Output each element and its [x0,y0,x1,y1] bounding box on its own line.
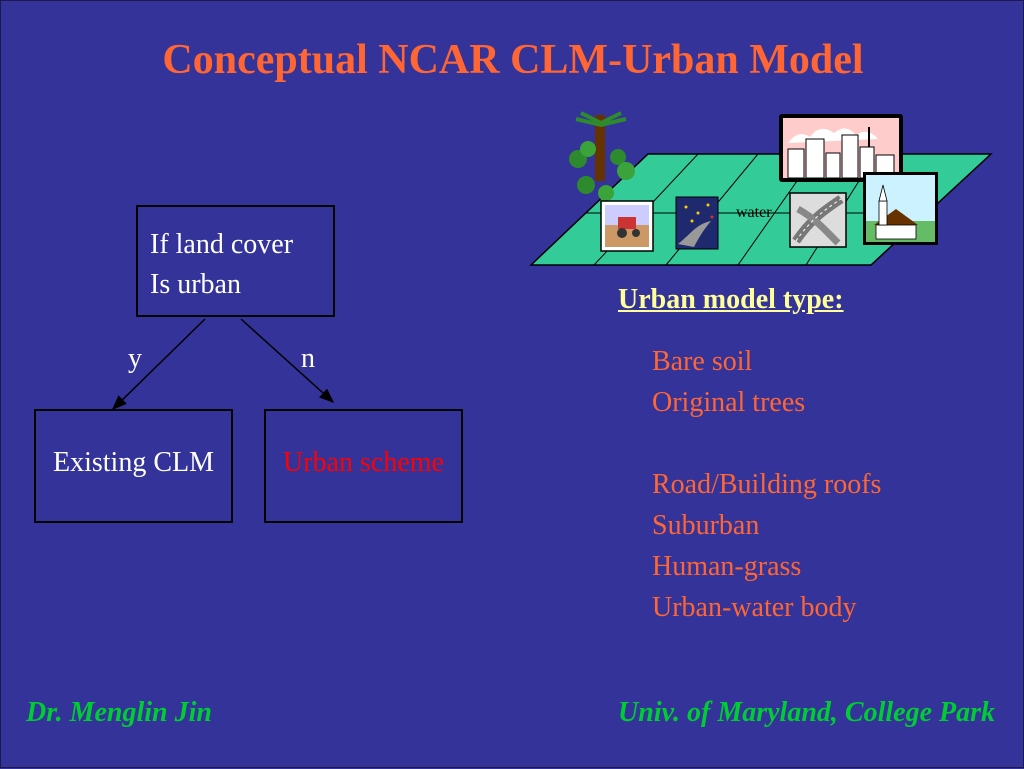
city-skyline-icon [779,114,903,182]
urban-scheme-box: Urban scheme [264,409,463,523]
river-icon [675,196,719,250]
highway-icon [789,192,847,248]
condition-line-1: If land cover [150,229,294,260]
slide-title: Conceptual NCAR CLM-Urban Model [162,37,864,83]
urban-model-type-list: Bare soil Original trees Road/Building r… [652,341,881,628]
no-arrow [240,318,335,404]
list-item: Road/Building roofs [652,469,882,500]
condition-line-2: Is urban [150,269,241,300]
list-item: Human-grass [652,551,802,582]
farm-tractor-icon [600,200,654,252]
list-item: Urban-water body [652,592,857,623]
existing-clm-label: Existing CLM [52,447,214,478]
yes-branch-label: y [128,343,142,374]
no-branch-label: n [301,343,315,374]
list-item: Original trees [652,387,806,418]
land-cover-illustration: water [529,111,993,266]
tree-icon [569,111,635,201]
list-item: Suburban [652,510,760,541]
list-spacer [652,423,881,464]
yes-arrow [111,318,206,411]
church-suburb-icon [863,172,938,245]
urban-scheme-label: Urban scheme [283,447,444,478]
water-label: water [736,204,772,221]
author-footer: Dr. Menglin Jin [26,697,212,728]
condition-box: If land cover Is urban [136,205,335,317]
list-item: Bare soil [652,346,753,377]
affiliation-footer: Univ. of Maryland, College Park [618,697,995,728]
existing-clm-box: Existing CLM [34,409,233,523]
urban-model-type-heading: Urban model type: [618,284,844,315]
